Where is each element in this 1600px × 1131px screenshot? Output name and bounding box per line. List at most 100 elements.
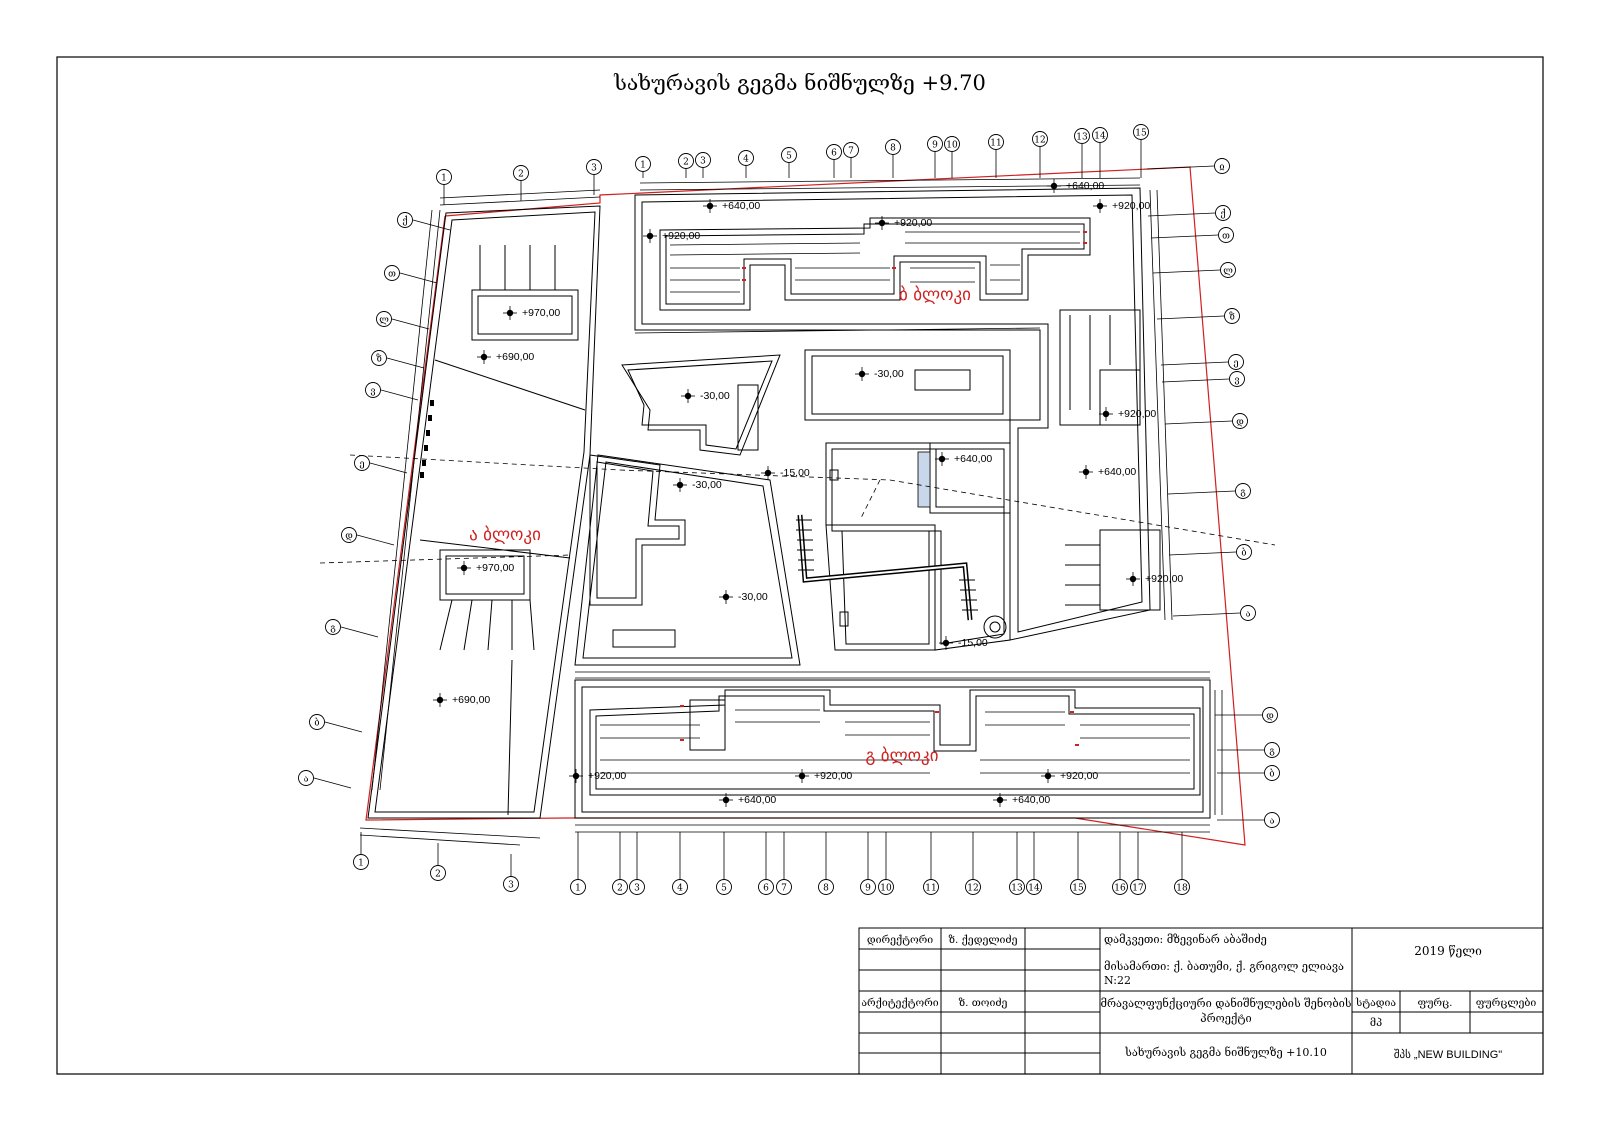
axis-label: 16 [1114,884,1126,894]
axis-bubble: 1 [436,169,452,205]
axis-bubble: თ [1150,227,1234,243]
axis-bubble: 8 [885,139,901,178]
axis-leader [1152,269,1221,274]
axis-leader [324,721,363,733]
level-label: -30,00 [692,479,722,491]
axis-label: ა [1270,817,1275,827]
axis-bubble: 12 [1032,131,1048,178]
level-mark: +640,00 [935,452,992,466]
axis-leader [1161,378,1230,383]
level-mark: +920,00 [795,769,852,783]
axis-label: გ [330,624,335,634]
axis-label: 11 [925,884,936,894]
axis-label: 7 [848,147,854,157]
round-shaft [983,615,1007,639]
axis-bubble: 1 [635,156,651,178]
axis-label: ზ [376,354,382,365]
level-mark: +920,00 [643,229,700,243]
axis-bubble: 14 [1092,127,1108,178]
axis-label: 12 [1034,136,1045,146]
architect-label: არქიტექტორი [861,997,938,1009]
stair-bridge [797,514,973,621]
sheets-label: ფურცლები [1476,997,1537,1009]
title-block-text: დირექტორი ზ. ქედელიძე არქიტექტორი ზ. თოი… [861,933,1536,1061]
axis-leader [412,219,451,231]
axis-label: 8 [823,884,829,894]
axis-label: 2 [617,884,623,894]
axis-bubble: 7 [776,832,792,895]
block-a-wall-marks [420,400,434,478]
block-a [367,205,601,819]
axis-label: ლ [379,316,389,326]
level-mark: +920,00 [875,216,932,230]
axis-label: 6 [763,884,769,894]
level-label: +640,00 [1098,466,1136,478]
axis-label: 15 [1135,129,1147,139]
axis-leader [386,357,425,369]
axis-label: 4 [677,884,683,894]
axis-bubble: 17 [1130,832,1146,895]
axis-label: დ [1236,418,1244,428]
axis-bubble: 15 [1133,124,1149,178]
block-label-b: ბ ბლოკი [899,285,971,305]
level-mark: +640,00 [993,793,1050,807]
project-line-2: პროექტი [1200,1012,1251,1025]
axis-bubble: 2 [612,832,628,895]
axis-bubble: 2 [513,165,529,201]
axis-label: 1 [358,859,364,869]
axis-label: ლ [1223,267,1233,277]
axis-bubble: ა [298,770,352,789]
axis-label: ჲ [1219,163,1224,173]
axis-leader [399,272,438,284]
level-mark: +640,00 [719,793,776,807]
axis-leader [391,318,430,330]
axis-bubble: ბ [1217,765,1280,781]
axis-label: 3 [508,881,514,891]
sheet-label: ფურც. [1418,997,1453,1009]
axis-bubble: 9 [860,832,876,895]
axis-label: 3 [634,884,640,894]
drawing-name: სახურავის გეგმა ნიშნულზე +10.10 [1124,1046,1327,1059]
level-label: +690,00 [496,351,534,363]
axis-label: 7 [781,884,787,894]
axis-label: 9 [865,884,871,894]
level-mark: +970,00 [503,306,560,320]
axis-label: 5 [721,884,727,894]
axis-bubble: 2 [678,153,694,178]
axis-label: 15 [1072,884,1084,894]
address-line-1: მისამართი: ქ. ბათუმი, ქ. გრიგოლ ელიავა [1104,960,1344,973]
level-mark: +920,00 [1099,407,1156,421]
axis-bubble: 10 [944,136,960,178]
axis-leader [1156,315,1225,320]
axis-label: გ [1240,488,1245,498]
property-boundary [365,166,1246,846]
axis-bubble: 5 [781,147,797,178]
axis-bubble: 11 [988,134,1004,178]
axis-label: ა [304,775,309,785]
block-b-seams [669,231,1080,293]
axis-bubble: 4 [672,832,688,895]
block-g-red-marks [680,705,1079,746]
axis-label: 4 [743,155,749,165]
axis-label: ვ [1234,376,1239,386]
axis-label: დ [1266,712,1274,722]
level-mark: +640,00 [1079,465,1136,479]
axis-leader [313,777,352,789]
level-mark: +640,00 [1047,179,1104,193]
level-mark: +920,00 [1041,769,1098,783]
axis-label: 1 [441,174,447,184]
axis-label: 2 [518,170,524,180]
axis-bubble: 7 [843,142,859,178]
level-mark: +970,00 [457,561,514,575]
year: 2019 წელი [1414,944,1482,958]
director-name: ზ. ქედელიძე [949,934,1018,946]
axis-label: 9 [932,141,938,151]
block-g [574,679,1211,819]
axis-bubble: გ [1217,742,1280,758]
axis-bubble: დ [1215,707,1278,723]
glass-strip [917,451,931,508]
axis-label: გ [1269,747,1274,757]
axis-label: 8 [890,144,896,154]
axis-label: 14 [1028,884,1040,894]
level-mark: +640,00 [703,199,760,213]
